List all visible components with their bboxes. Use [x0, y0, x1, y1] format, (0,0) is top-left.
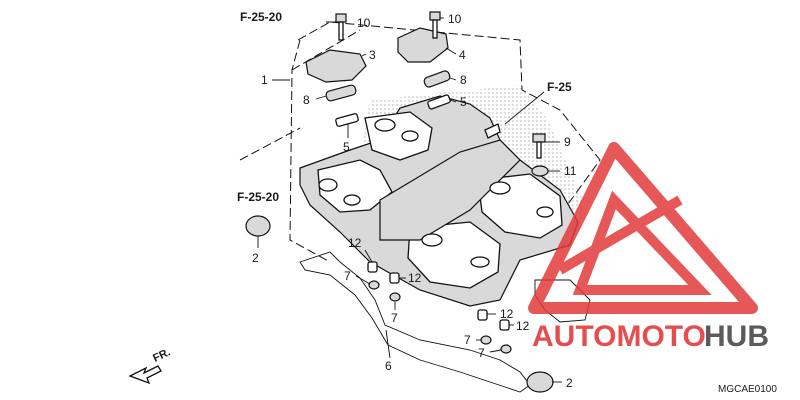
callout-4: 4 [459, 48, 466, 62]
breather-cover-3 [305, 49, 367, 83]
seal-8a [325, 84, 357, 102]
callout-7c: 7 [464, 333, 471, 347]
bolt-9 [532, 133, 546, 159]
callout-2a: 2 [252, 251, 259, 265]
front-arrow-icon [128, 365, 162, 385]
callout-1: 1 [261, 73, 268, 87]
callout-12d: 12 [516, 319, 530, 333]
section-ref-mid-left: F-25-20 [237, 190, 279, 204]
grommet-12d [499, 319, 510, 331]
grommet-12c [477, 309, 488, 321]
callout-12b: 12 [408, 271, 422, 285]
callout-7b: 7 [391, 311, 398, 325]
grommet-12a [367, 261, 378, 273]
callout-8b: 8 [460, 73, 467, 87]
leader-lines [257, 17, 562, 383]
rubber-7d [500, 344, 512, 354]
seal-8b [423, 70, 451, 88]
bolt-10b [429, 11, 441, 39]
callout-5a: 5 [343, 140, 350, 154]
diagram-code: MGCAE0100 [718, 384, 777, 395]
front-label: FR. [151, 346, 172, 364]
cylinder-head-cover [299, 95, 579, 307]
section-ref-right: F-25 [547, 80, 572, 94]
callout-7a: 7 [344, 269, 351, 283]
callout-7d: 7 [478, 346, 485, 360]
rubber-7a [368, 280, 380, 290]
callout-10a: 10 [357, 16, 371, 30]
callout-6: 6 [385, 359, 392, 373]
rubber-7b [389, 292, 401, 302]
callout-2b: 2 [566, 376, 573, 390]
plate-5b [427, 94, 451, 110]
breather-cover-4 [397, 27, 449, 63]
callout-9: 9 [564, 135, 571, 149]
watermark-text-hub: HUB [704, 320, 769, 353]
cap-2b [526, 371, 554, 393]
cap-2a [245, 215, 271, 237]
callout-12c: 12 [500, 307, 514, 321]
callout-8a: 8 [303, 93, 310, 107]
grommet-12b [389, 272, 400, 284]
callout-5b: 5 [460, 95, 467, 109]
watermark-text-automoto: AUTOMOTO [532, 320, 706, 353]
washer-11 [531, 165, 549, 177]
section-ref-top-left: F-25-20 [240, 10, 282, 24]
callout-10b: 10 [448, 12, 462, 26]
rubber-7c [480, 335, 492, 345]
bolt-10a [335, 13, 347, 41]
callout-11: 11 [564, 164, 577, 178]
watermark-logo [528, 142, 758, 314]
plate-5a [335, 113, 359, 127]
callout-3: 3 [369, 48, 376, 62]
callout-12a: 12 [348, 236, 362, 250]
